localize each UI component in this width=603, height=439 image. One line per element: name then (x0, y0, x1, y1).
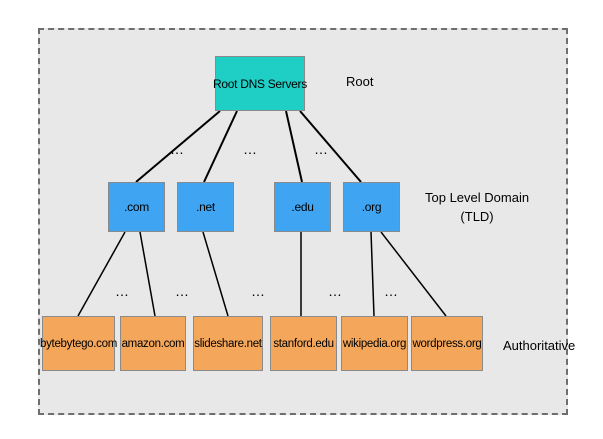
edge-org-wordpress (380, 231, 447, 317)
tld-level-label: Top Level Domain (TLD) (425, 188, 529, 226)
root-level-label: Root (346, 74, 374, 89)
auth-node-bytebytego: bytebytego.com (40, 316, 117, 371)
edge-org-wikipedia (370, 231, 375, 317)
auth-node-stanford: stanford.edu (270, 316, 337, 371)
ellipsis-tld-5: … (384, 283, 400, 299)
tld-node-com: .com (108, 182, 165, 232)
tld-level-label-line2: (TLD) (460, 209, 494, 224)
edge-root-net (203, 110, 238, 183)
root-dns-servers-node: Root DNS Servers (213, 56, 307, 111)
edge-com-bytebytego (77, 231, 126, 317)
authoritative-level-label: Authoritative (503, 338, 576, 353)
ellipsis-root-2: … (243, 141, 259, 157)
auth-node-amazon: amazon.com (120, 316, 186, 371)
tld-level-label-line1: Top Level Domain (425, 190, 530, 205)
ellipsis-root-3: … (314, 141, 330, 157)
edge-net-slideshare (202, 231, 229, 317)
auth-node-wordpress: wordpress.org (411, 316, 483, 371)
ellipsis-root-1: … (170, 141, 186, 157)
ellipsis-tld-3: … (251, 283, 267, 299)
tld-node-org: .org (343, 182, 400, 232)
tld-node-net: .net (177, 182, 234, 232)
auth-node-wikipedia: wikipedia.org (341, 316, 408, 371)
auth-node-slideshare: slideshare.net (193, 316, 263, 371)
ellipsis-tld-1: … (115, 283, 131, 299)
edge-root-com (135, 110, 221, 183)
edge-root-org (299, 110, 362, 183)
ellipsis-tld-2: … (175, 283, 191, 299)
tld-node-edu: .edu (274, 182, 331, 232)
edge-com-amazon (139, 231, 156, 317)
ellipsis-tld-4: … (328, 283, 344, 299)
edge-root-edu (285, 110, 303, 183)
